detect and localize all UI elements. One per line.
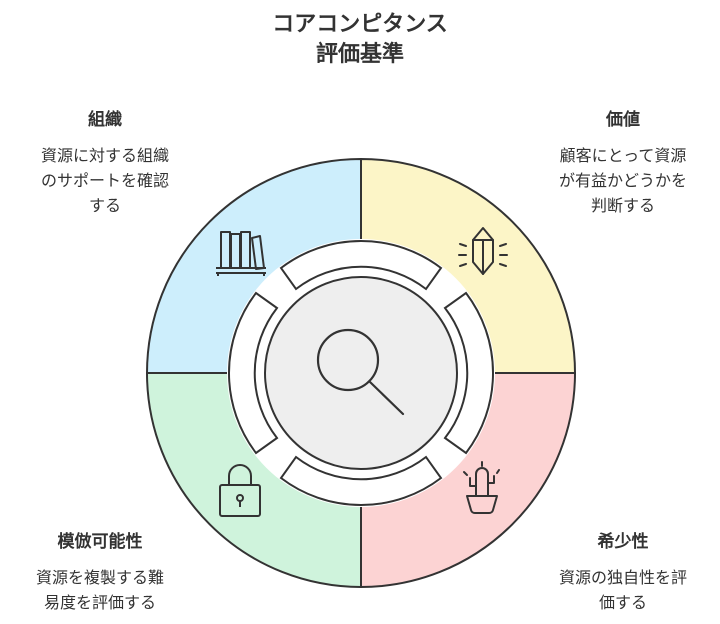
label-organization-desc-3: する bbox=[88, 196, 121, 215]
diagram-title: コアコンピタンス 評価基準 bbox=[0, 10, 720, 70]
label-rarity-desc-2: 価する bbox=[598, 593, 647, 612]
ring-segment-left bbox=[227, 291, 279, 455]
label-value-title: 価値 bbox=[606, 110, 640, 130]
books-icon bbox=[216, 231, 266, 276]
label-imitability-desc-1: 資源を複製する難 bbox=[35, 568, 164, 587]
label-organization-desc-2: のサポートを確認 bbox=[40, 171, 169, 190]
label-imitability-title: 模倣可能性 bbox=[57, 532, 143, 552]
label-value-desc-2: が有益かどうかを bbox=[558, 171, 687, 190]
ring-segment-top bbox=[279, 239, 443, 291]
label-value: 価値 顧客にとって資源 が有益かどうかを 判断する bbox=[528, 108, 718, 218]
label-rarity: 希少性 資源の独自性を評 価する bbox=[528, 530, 718, 615]
label-imitability: 模倣可能性 資源を複製する難 易度を評価する bbox=[2, 530, 198, 615]
cactus-icon bbox=[463, 461, 500, 514]
label-rarity-title: 希少性 bbox=[597, 532, 649, 552]
ring-segment-right bbox=[443, 291, 495, 455]
label-organization-desc-1: 資源に対する組織 bbox=[40, 146, 169, 165]
title-line-1: コアコンピタンス bbox=[272, 12, 448, 37]
crystal-icon bbox=[458, 227, 508, 275]
label-organization-title: 組織 bbox=[88, 110, 122, 130]
label-organization: 組織 資源に対する組織 のサポートを確認 する bbox=[10, 108, 200, 218]
label-value-desc-1: 顧客にとって資源 bbox=[559, 146, 687, 165]
title-line-2: 評価基準 bbox=[315, 42, 404, 67]
label-rarity-desc-1: 資源の独自性を評 bbox=[558, 568, 687, 587]
center-circle bbox=[264, 276, 458, 470]
lock-icon bbox=[219, 464, 261, 517]
ring-segment-bottom bbox=[279, 455, 443, 507]
magnifier-icon bbox=[316, 328, 405, 416]
label-imitability-desc-2: 易度を評価する bbox=[43, 593, 156, 612]
label-value-desc-3: 判断する bbox=[590, 196, 655, 215]
